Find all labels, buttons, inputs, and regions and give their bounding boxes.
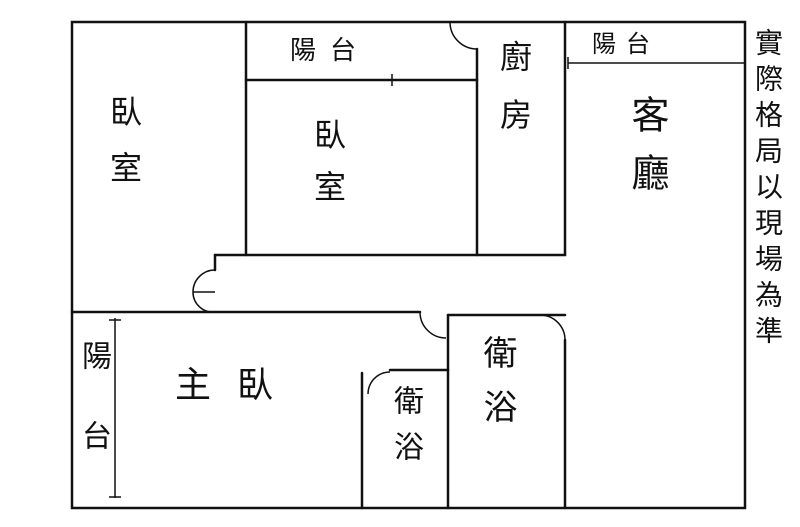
label-master-bedroom: 主臥 (175, 365, 300, 406)
label-bedroom-left: 臥室 (105, 95, 143, 207)
label-bedroom-middle: 臥室 (309, 118, 347, 222)
door-arc-bath-large-right (539, 314, 566, 341)
outer-wall (70, 20, 747, 510)
label-balcony-left: 陽台 (76, 340, 111, 500)
note-actual-layout: 實際格局以現場為準 (751, 28, 784, 352)
door-arc-bath-small (367, 371, 391, 395)
label-balcony-top-middle: 陽台 (290, 36, 371, 66)
label-bathroom-small: 衛浴 (388, 385, 423, 477)
door-arc-bedroom-left (192, 269, 216, 313)
door-arc-kitchen (449, 21, 478, 50)
label-balcony-top-right: 陽台 (592, 30, 660, 58)
label-living-room: 客廳 (625, 95, 669, 211)
label-kitchen: 廚房 (495, 40, 533, 156)
label-bathroom-large: 衛浴 (477, 335, 517, 443)
door-arc-bathroom-large (419, 311, 447, 339)
